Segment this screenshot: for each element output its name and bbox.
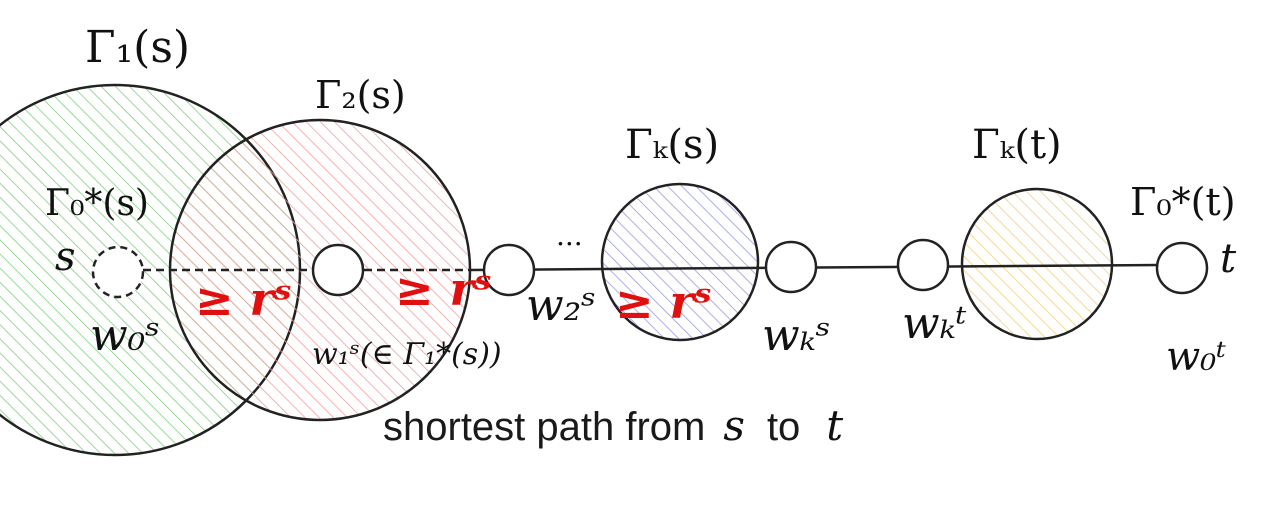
label-t: t — [1220, 236, 1237, 282]
caption-prefix: shortest path from — [383, 405, 705, 449]
label-gamma2-s: Γ₂(s) — [315, 73, 406, 117]
label-dots: ... — [556, 219, 583, 252]
label-gammak-s: Γₖ(s) — [625, 122, 719, 168]
node-w0s — [91, 245, 145, 299]
annotation-ge-r-1: ≥ rˢ — [195, 272, 292, 326]
label-gammak-t: Γₖ(t) — [972, 122, 1062, 168]
label-w1s: w₁ˢ(∈ Γ₁*(s)) — [312, 337, 502, 372]
label-gamma0star-s: Γ₀*(s) — [45, 183, 149, 224]
caption: shortest path from s to t — [383, 401, 843, 450]
annotation-ge-r-2: ≥ rˢ — [395, 262, 492, 316]
gammak-t-circle — [960, 187, 1114, 341]
caption-t: t — [826, 401, 843, 450]
node-wkt — [896, 238, 950, 292]
label-s: s — [55, 234, 76, 280]
label-gamma0star-t: Γ₀*(t) — [1130, 180, 1236, 224]
label-gamma1-s: Γ₁(s) — [85, 22, 190, 73]
node-w2s — [482, 243, 536, 297]
node-w1s — [311, 243, 365, 297]
label-w0t: w₀ᵗ — [1166, 334, 1226, 380]
caption-to: to — [767, 405, 800, 449]
node-w0t — [1155, 241, 1209, 295]
caption-s: s — [723, 401, 745, 450]
label-w0s: w₀ˢ — [90, 310, 160, 361]
label-wkt: wₖᵗ — [902, 298, 967, 349]
node-wks — [764, 240, 818, 294]
label-w2s: w₂ˢ — [526, 280, 596, 331]
label-wks: wₖˢ — [762, 310, 831, 361]
gammak-s-circle — [600, 182, 760, 342]
annotation-ge-r-3: ≥ rˢ — [615, 275, 712, 329]
